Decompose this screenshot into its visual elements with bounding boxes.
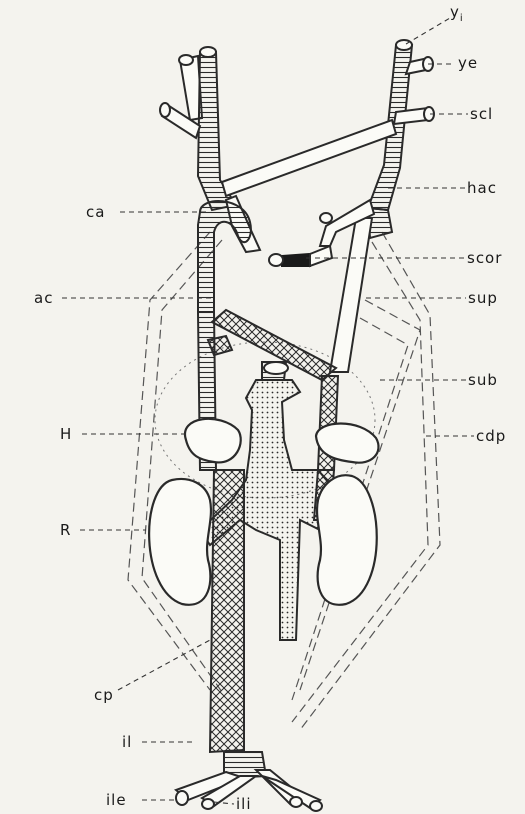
label-il: il (122, 733, 132, 751)
label-ili: ili (236, 795, 252, 813)
label-cdp: cdp (476, 427, 506, 445)
label-ile: ile (106, 791, 127, 809)
label-ca: ca (86, 203, 105, 221)
label-ac: ac (34, 289, 53, 307)
label-cp: cp (94, 686, 114, 704)
label-sup: sup (468, 289, 498, 307)
label-yi: yi (450, 3, 464, 24)
label-scor: scor (467, 249, 502, 267)
label-sub: sub (468, 371, 498, 389)
aortic-arch-right (330, 208, 392, 372)
label-R: R (60, 521, 71, 539)
label-hac: hac (467, 179, 497, 197)
label-ye: ye (458, 54, 478, 72)
label-scl: scl (470, 105, 493, 123)
label-H: H (60, 425, 72, 443)
